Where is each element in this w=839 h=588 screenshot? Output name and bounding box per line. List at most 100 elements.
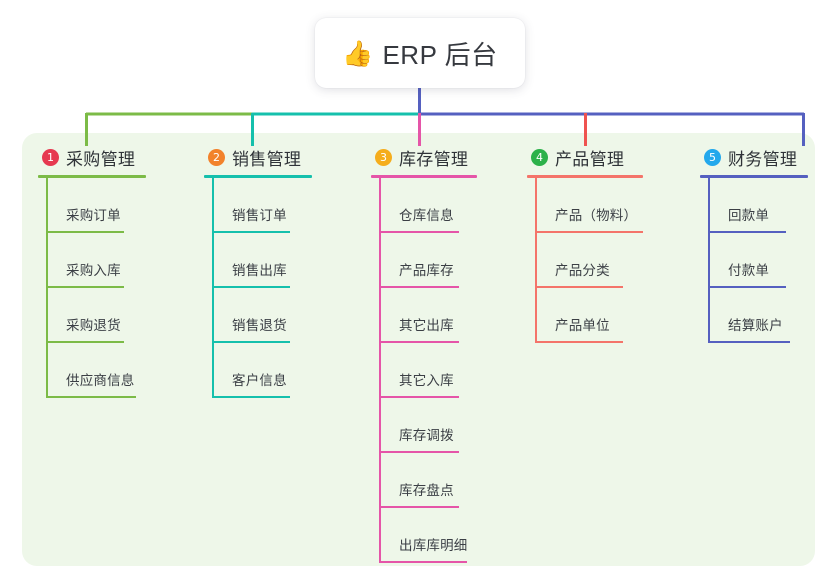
- column-header-2[interactable]: 2 销售管理: [204, 144, 354, 170]
- list-item-label: 采购入库: [66, 263, 121, 278]
- column-underline-2: [204, 175, 312, 178]
- list-item[interactable]: 供应商信息: [38, 343, 188, 398]
- list-item[interactable]: 销售退货: [204, 288, 354, 343]
- column-spine-5: [708, 178, 710, 343]
- list-item-label: 其它入库: [399, 373, 454, 388]
- list-item[interactable]: 回款单: [700, 178, 839, 233]
- list-item[interactable]: 出库库明细: [371, 508, 521, 563]
- column-title-4: 产品管理: [555, 149, 625, 169]
- list-item-underline: [46, 286, 124, 288]
- thumbs-up-icon: 👍: [342, 39, 374, 68]
- list-item[interactable]: 销售订单: [204, 178, 354, 233]
- column-spine-1: [46, 178, 48, 398]
- column-spine-2: [212, 178, 214, 398]
- list-item-underline: [379, 396, 459, 398]
- list-item[interactable]: 库存盘点: [371, 453, 521, 508]
- column-spine-4: [535, 178, 537, 343]
- column-items-3: 仓库信息产品库存其它出库其它入库库存调拨库存盘点出库库明细: [371, 178, 521, 563]
- column-underline-3: [371, 175, 477, 178]
- diagram-background-panel: [22, 133, 815, 566]
- list-item-underline: [379, 506, 459, 508]
- list-item-label: 库存调拨: [399, 428, 454, 443]
- list-item-label: 仓库信息: [399, 208, 454, 223]
- list-item-label: 付款单: [728, 263, 770, 278]
- column-3: 3 库存管理仓库信息产品库存其它出库其它入库库存调拨库存盘点出库库明细: [371, 144, 521, 563]
- column-header-5[interactable]: 5 财务管理: [700, 144, 839, 170]
- list-item-label: 客户信息: [232, 373, 287, 388]
- list-item-label: 其它出库: [399, 318, 454, 333]
- list-item[interactable]: 其它出库: [371, 288, 521, 343]
- column-header-3[interactable]: 3 库存管理: [371, 144, 521, 170]
- list-item-label: 销售订单: [232, 208, 287, 223]
- list-item-underline: [46, 396, 136, 398]
- list-item[interactable]: 库存调拨: [371, 398, 521, 453]
- list-item-underline: [708, 286, 786, 288]
- column-badge-icon-4: 4: [531, 148, 548, 166]
- list-item-underline: [46, 341, 124, 343]
- column-title-1: 采购管理: [66, 149, 136, 169]
- list-item[interactable]: 产品（物料）: [527, 178, 699, 233]
- list-item[interactable]: 产品分类: [527, 233, 699, 288]
- list-item-underline: [212, 396, 290, 398]
- root-node-card[interactable]: 👍 ERP 后台: [315, 18, 525, 88]
- column-title-3: 库存管理: [399, 149, 469, 169]
- column-5: 5 财务管理回款单付款单结算账户: [700, 144, 839, 343]
- list-item[interactable]: 付款单: [700, 233, 839, 288]
- list-item[interactable]: 仓库信息: [371, 178, 521, 233]
- list-item[interactable]: 销售出库: [204, 233, 354, 288]
- list-item-underline: [379, 286, 459, 288]
- list-item-underline: [535, 231, 643, 233]
- list-item-underline: [379, 561, 467, 563]
- root-node-label: ERP 后台: [382, 39, 498, 70]
- list-item-underline: [379, 451, 459, 453]
- list-item-label: 库存盘点: [399, 483, 454, 498]
- column-title-5: 财务管理: [728, 149, 798, 169]
- list-item[interactable]: 结算账户: [700, 288, 839, 343]
- list-item-underline: [46, 231, 124, 233]
- list-item-label: 产品库存: [399, 263, 454, 278]
- list-item-label: 采购退货: [66, 318, 121, 333]
- list-item-underline: [535, 341, 623, 343]
- list-item-label: 供应商信息: [66, 373, 135, 388]
- list-item-underline: [212, 286, 290, 288]
- list-item-underline: [535, 286, 623, 288]
- column-4: 4 产品管理产品（物料） 产品分类产品单位: [527, 144, 699, 343]
- column-items-5: 回款单付款单结算账户: [700, 178, 839, 343]
- list-item[interactable]: 采购退货: [38, 288, 188, 343]
- list-item[interactable]: 采购订单: [38, 178, 188, 233]
- list-item-label: 采购订单: [66, 208, 121, 223]
- list-item-underline: [379, 231, 459, 233]
- list-item[interactable]: 其它入库: [371, 343, 521, 398]
- column-title-2: 销售管理: [232, 149, 302, 169]
- column-badge-icon-5: 5: [704, 148, 721, 166]
- column-items-4: 产品（物料） 产品分类产品单位: [527, 178, 699, 343]
- column-badge-icon-1: 1: [42, 148, 59, 166]
- list-item-underline: [212, 231, 290, 233]
- list-item-label: 回款单: [728, 208, 770, 223]
- column-underline-4: [527, 175, 643, 178]
- list-item-label: 产品单位: [555, 318, 610, 333]
- column-header-1[interactable]: 1 采购管理: [38, 144, 188, 170]
- list-item-underline: [379, 341, 459, 343]
- column-badge-icon-3: 3: [375, 148, 392, 166]
- column-items-1: 采购订单采购入库采购退货供应商信息: [38, 178, 188, 398]
- column-badge-icon-2: 2: [208, 148, 225, 166]
- list-item-label: 产品分类: [555, 263, 610, 278]
- list-item[interactable]: 产品库存: [371, 233, 521, 288]
- list-item-underline: [212, 341, 290, 343]
- column-1: 1 采购管理采购订单采购入库采购退货供应商信息: [38, 144, 188, 398]
- list-item[interactable]: 采购入库: [38, 233, 188, 288]
- list-item[interactable]: 客户信息: [204, 343, 354, 398]
- list-item-label: 结算账户: [728, 318, 783, 333]
- column-2: 2 销售管理销售订单销售出库销售退货客户信息: [204, 144, 354, 398]
- list-item-label: 产品（物料）: [555, 208, 638, 223]
- column-items-2: 销售订单销售出库销售退货客户信息: [204, 178, 354, 398]
- column-spine-3: [379, 178, 381, 563]
- list-item[interactable]: 产品单位: [527, 288, 699, 343]
- list-item-underline: [708, 231, 786, 233]
- column-header-4[interactable]: 4 产品管理: [527, 144, 699, 170]
- list-item-label: 销售退货: [232, 318, 287, 333]
- list-item-underline: [708, 341, 790, 343]
- list-item-label: 销售出库: [232, 263, 287, 278]
